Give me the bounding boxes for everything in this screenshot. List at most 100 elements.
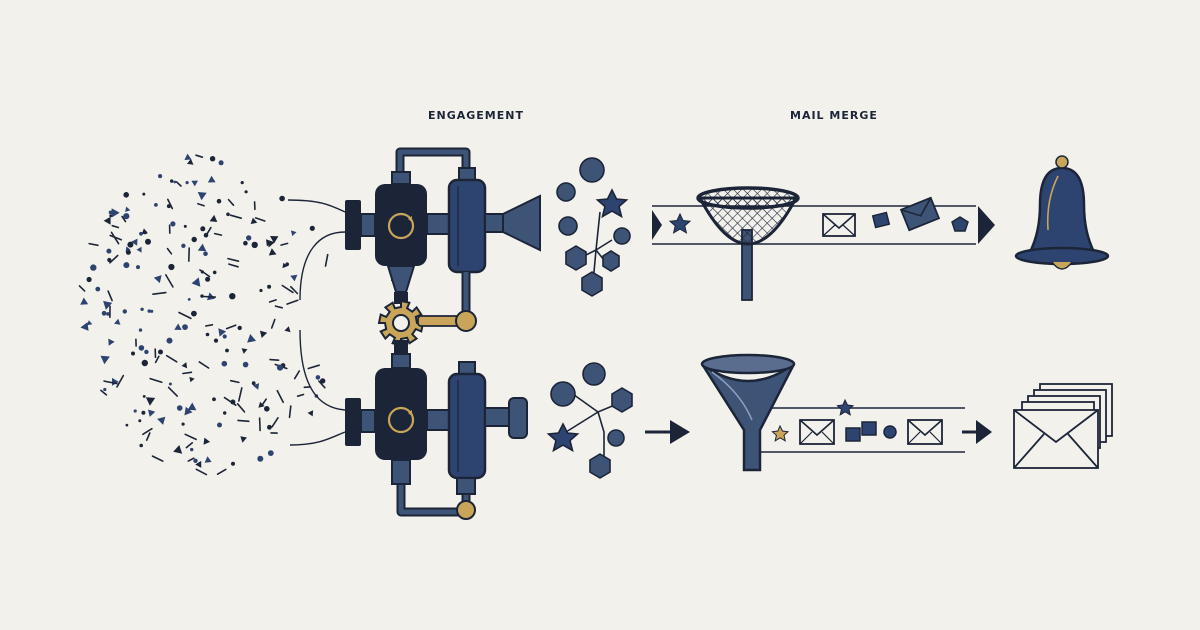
- particle: [189, 376, 195, 383]
- particle: [80, 297, 89, 305]
- gear-icon: [377, 299, 477, 354]
- particle: [125, 423, 129, 427]
- particle: [125, 206, 131, 212]
- particle: [80, 322, 89, 331]
- particle: [244, 190, 248, 194]
- particle: [167, 386, 178, 397]
- particle: [197, 192, 207, 201]
- particle: [247, 334, 257, 343]
- pipe-machine-bottom: [345, 353, 528, 520]
- particle: [139, 231, 143, 236]
- particle: [109, 254, 119, 264]
- particle: [185, 181, 189, 185]
- particle: [216, 198, 222, 204]
- particle: [184, 153, 192, 160]
- particle: [173, 180, 177, 184]
- particle: [131, 351, 135, 356]
- particle: [237, 419, 250, 423]
- particle: [183, 224, 187, 228]
- particle: [142, 427, 153, 436]
- particle: [142, 395, 146, 398]
- particle: [170, 179, 174, 183]
- particle: [138, 345, 145, 351]
- particle: [251, 241, 258, 249]
- particle: [187, 457, 195, 462]
- particle: [86, 320, 93, 326]
- particle: [88, 242, 99, 247]
- particle: [276, 389, 285, 404]
- particle: [241, 348, 248, 354]
- particle: [198, 361, 210, 369]
- particle: [218, 160, 224, 166]
- particle: [101, 310, 107, 316]
- particle: [289, 285, 299, 295]
- particle: [284, 326, 291, 333]
- particle: [258, 401, 265, 408]
- envelope-icon: [822, 213, 856, 237]
- input-curves: [287, 199, 346, 446]
- particle: [212, 270, 217, 275]
- particle: [168, 263, 175, 271]
- particle: [229, 293, 236, 300]
- particle: [225, 348, 229, 353]
- particle: [125, 249, 131, 255]
- particle: [191, 180, 198, 187]
- node-cluster-top: [556, 157, 631, 297]
- particle: [170, 221, 176, 227]
- particle: [187, 298, 191, 301]
- particle: [315, 375, 321, 380]
- particle: [103, 300, 113, 310]
- particle: [231, 461, 235, 466]
- particle: [324, 253, 329, 267]
- particle: [290, 274, 298, 282]
- particle: [266, 239, 273, 247]
- particle: [217, 422, 222, 428]
- particle: [225, 324, 237, 330]
- particle: [271, 416, 279, 428]
- particle: [195, 468, 208, 476]
- particle: [147, 309, 151, 313]
- particle: [123, 262, 130, 269]
- particle: [309, 225, 315, 231]
- particle: [121, 215, 127, 223]
- particle: [268, 299, 277, 303]
- particle: [229, 214, 242, 219]
- particle: [290, 230, 297, 237]
- conveyor-bottom: [752, 407, 992, 453]
- particle: [293, 370, 301, 380]
- particle: [200, 294, 204, 298]
- particle: [110, 231, 120, 245]
- particle: [276, 364, 284, 371]
- particle: [157, 416, 166, 425]
- particle: [250, 217, 258, 224]
- particle: [95, 286, 101, 292]
- particle: [204, 456, 212, 463]
- particle: [205, 332, 210, 337]
- particle: [181, 362, 188, 369]
- node-cluster-bottom: [546, 362, 633, 479]
- particle: [145, 397, 156, 406]
- particle: [112, 377, 119, 386]
- particle: [165, 354, 178, 363]
- particle: [191, 277, 201, 287]
- label-mail-merge: MAIL MERGE: [790, 109, 878, 122]
- particle: [240, 181, 244, 185]
- particle-cloud: [78, 153, 329, 476]
- particle: [222, 334, 227, 339]
- particle: [167, 198, 174, 210]
- particle: [238, 387, 243, 402]
- particle: [106, 312, 110, 316]
- particle: [259, 330, 268, 338]
- particle: [268, 248, 277, 256]
- particle: [173, 445, 183, 454]
- pipe-machine-top: [345, 147, 541, 316]
- particle: [205, 276, 211, 282]
- particle: [131, 238, 138, 246]
- particle: [86, 276, 92, 283]
- particle: [148, 409, 156, 417]
- particle: [103, 387, 107, 392]
- particle: [106, 248, 112, 254]
- particle: [254, 217, 266, 222]
- particle: [227, 198, 235, 206]
